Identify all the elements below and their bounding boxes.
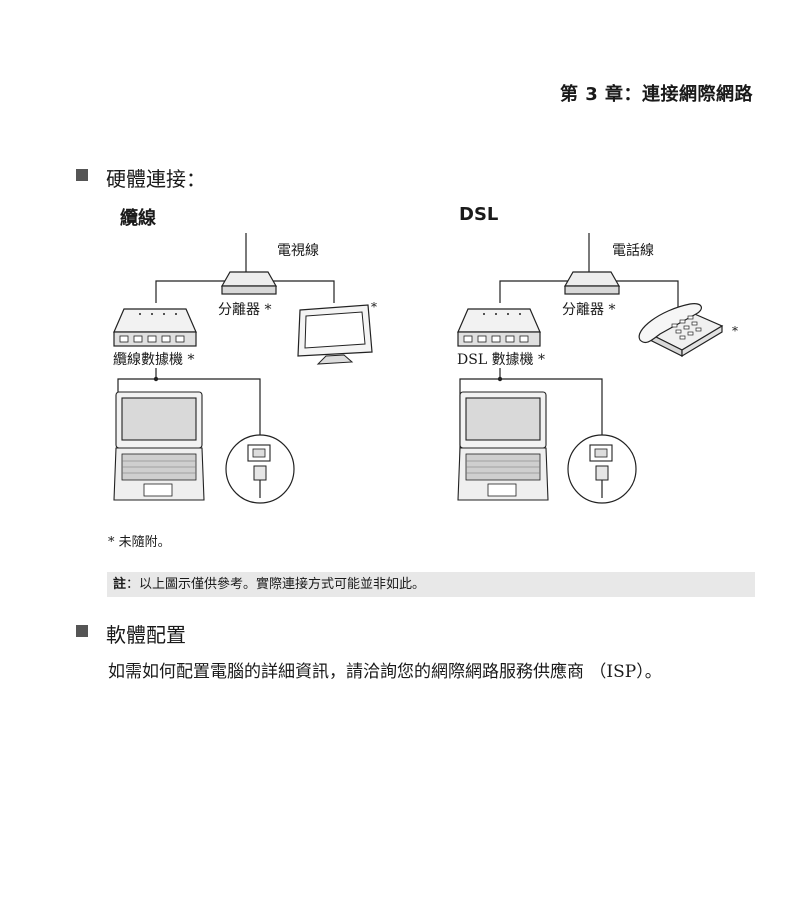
dsl-laptop-icon bbox=[457, 391, 549, 501]
dsl-splitter-icon bbox=[563, 271, 621, 295]
cable-laptop-icon bbox=[113, 391, 205, 501]
phone-star: * bbox=[732, 324, 738, 338]
section-hardware-title: 硬體連接： bbox=[106, 167, 206, 191]
cable-diagram-title: 纜線 bbox=[120, 208, 156, 229]
monitor-icon bbox=[297, 304, 373, 365]
dsl-modem-label: DSL 數據機 * bbox=[457, 352, 546, 368]
note-bar: 註：以上圖示僅供參考。實際連接方式可能並非如此。 bbox=[107, 572, 755, 597]
software-body-text: 如需如何配置電腦的詳細資訊，請洽詢您的網際網路服務供應商 （ISP）。 bbox=[108, 662, 662, 682]
section-bullet bbox=[76, 169, 88, 181]
dsl-diagram-title: DSL bbox=[459, 204, 499, 225]
chapter-header: 第 3 章：連接網際網路 bbox=[559, 84, 753, 105]
phone-line-label: 電話線 bbox=[612, 243, 654, 259]
monitor-star: * bbox=[371, 300, 377, 314]
section-software-title: 軟體配置 bbox=[106, 623, 186, 647]
dsl-modem-icon bbox=[457, 308, 541, 347]
note-label: 註 bbox=[113, 577, 127, 592]
cable-ethernet-icon bbox=[225, 434, 295, 504]
dsl-splitter-label: 分離器 * bbox=[562, 302, 616, 318]
section-bullet bbox=[76, 625, 88, 637]
note-text: ：以上圖示僅供參考。實際連接方式可能並非如此。 bbox=[126, 577, 426, 592]
footnote: * 未隨附。 bbox=[108, 535, 171, 550]
cable-modem-icon bbox=[113, 308, 197, 347]
cable-modem-label: 纜線數據機 * bbox=[113, 352, 195, 368]
tv-line-label: 電視線 bbox=[277, 243, 319, 259]
dsl-ethernet-icon bbox=[567, 434, 637, 504]
cable-splitter-label: 分離器 * bbox=[218, 302, 272, 318]
cable-splitter-icon bbox=[220, 271, 278, 295]
telephone-icon bbox=[638, 303, 724, 358]
